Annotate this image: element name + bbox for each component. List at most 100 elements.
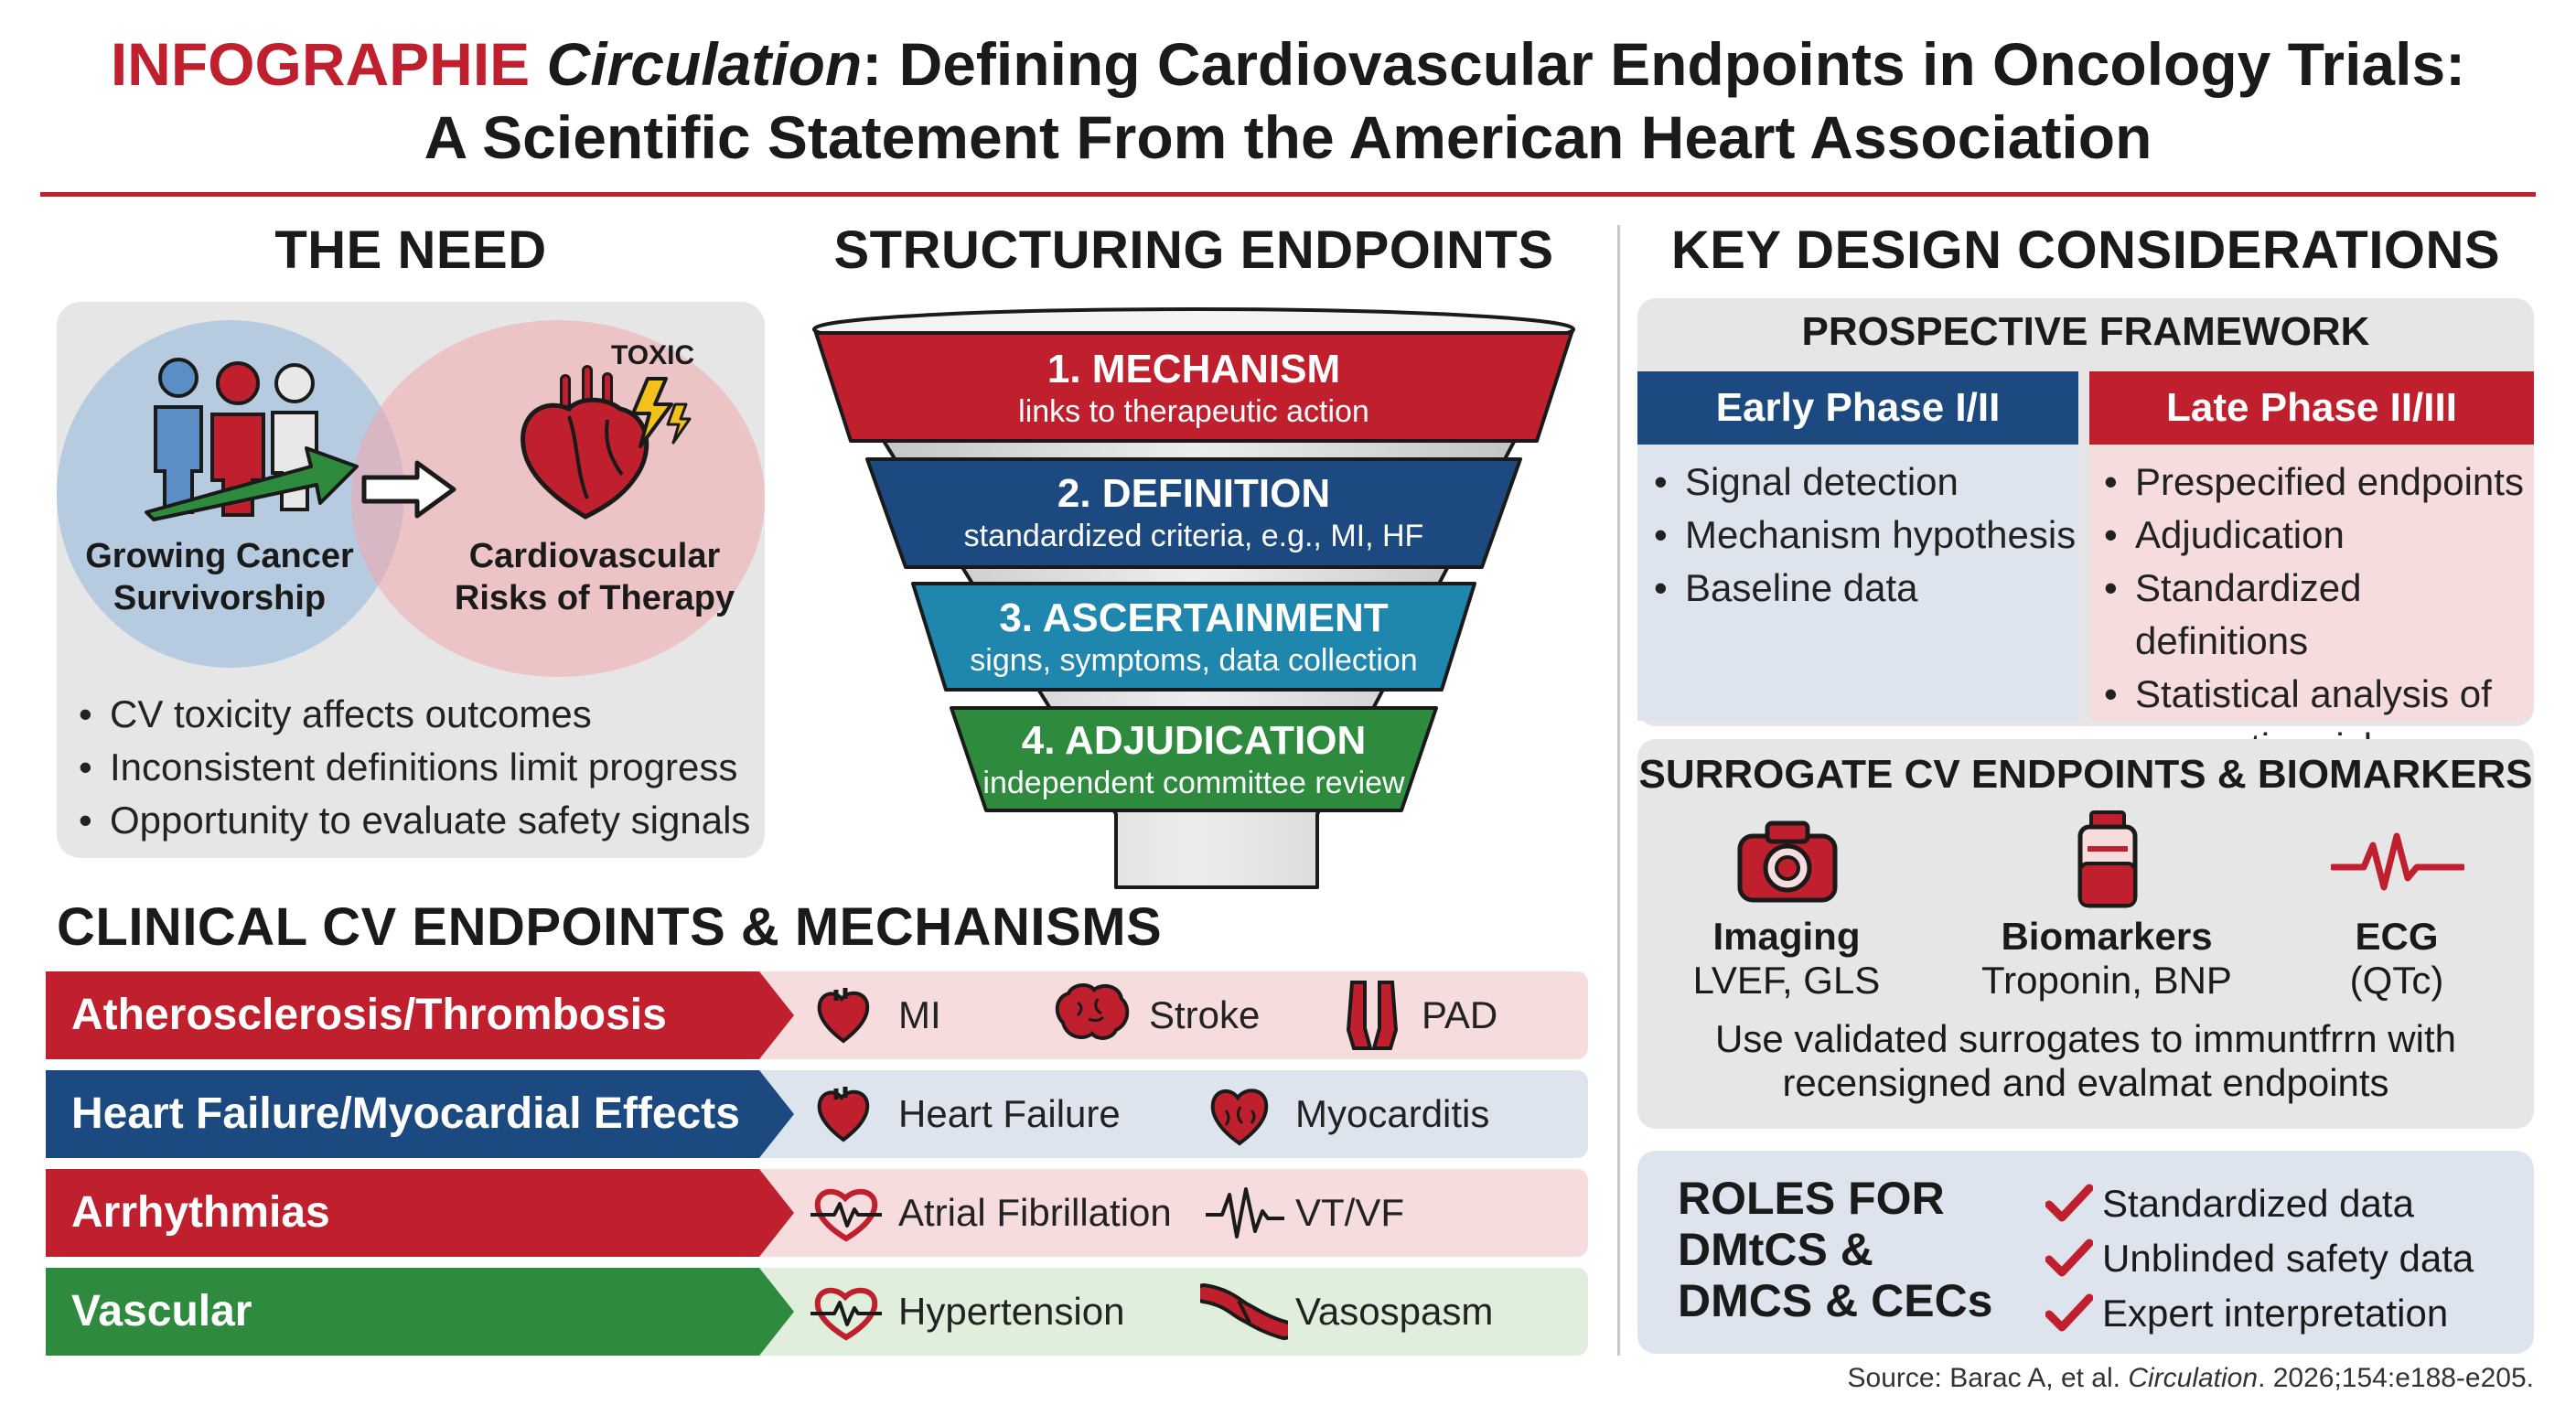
- endpoint-item: Myocarditis: [1295, 1092, 1490, 1135]
- role-text: Standardized data: [2102, 1182, 2414, 1225]
- heart-ecg-icon: [810, 1287, 882, 1341]
- need-bullet: Opportunity to evaluate safety signals: [71, 794, 767, 847]
- funnel-level-subtitle: links to therapeutic action: [1018, 394, 1369, 429]
- surrogate-title-text: Biomarkers: [2001, 915, 2213, 958]
- surrogate-title-text: Imaging: [1712, 915, 1861, 958]
- role-item: Expert interpretation: [2045, 1286, 2521, 1341]
- risk-label: Cardiovascular Risks of Therapy: [454, 537, 735, 617]
- late-phase-header: Late Phase II/III: [2089, 371, 2534, 445]
- title-text-1: : Defining Cardiovascular Endpoints in O…: [862, 30, 2466, 98]
- surrogate-panel: [1637, 739, 2534, 1129]
- funnel-band-4: [950, 706, 1438, 812]
- design-heading: KEY DESIGN CONSIDERATIONS: [1670, 220, 2501, 280]
- role-item: Standardized data: [2045, 1176, 2521, 1231]
- surrogate-detail-text: LVEF, GLS: [1692, 959, 1881, 1002]
- clinical-heading: CLINICAL CV ENDPOINTS & MECHANISMS: [57, 897, 1163, 957]
- title-brand: INFOGRAPHIE: [110, 30, 531, 98]
- title-line-1: INFOGRAPHIE Circulation: Defining Cardio…: [0, 27, 2576, 101]
- roles-list: Standardized data Unblinded safety data …: [2045, 1176, 2521, 1341]
- funnel-band-2: [865, 457, 1522, 569]
- role-item: Unblinded safety data: [2045, 1231, 2521, 1286]
- need-bullet: CV toxicity affects outcomes: [71, 688, 767, 741]
- checkmark-icon: [2045, 1239, 2093, 1277]
- surrogate-detail-text: Troponin, BNP: [1981, 959, 2232, 1002]
- source-citation: Source: Barac A, et al. Circulation. 202…: [1848, 1363, 2535, 1394]
- early-phase-item: Signal detection: [1647, 456, 2077, 509]
- structuring-heading: STRUCTURING ENDPOINTS: [833, 220, 1554, 280]
- funnel-level-subtitle: signs, symptoms, data collection: [970, 643, 1418, 678]
- funnel-level-title: 2. DEFINITION: [1057, 471, 1331, 516]
- lightning-icon: [631, 377, 692, 448]
- endpoint-item: Atrial Fibrillation: [898, 1191, 1172, 1234]
- row-label-arrow: [46, 1268, 794, 1356]
- early-phase-item: Mechanism hypothesis: [1647, 509, 2077, 562]
- late-phase-item: Adjudication: [2097, 509, 2534, 562]
- endpoint-item: VT/VF: [1295, 1191, 1405, 1234]
- ecg-icon: [2331, 832, 2464, 891]
- toxic-label: TOXIC: [611, 340, 695, 370]
- funnel-level-subtitle: standardized criteria, e.g., MI, HF: [963, 519, 1424, 553]
- source-prefix: Source: Barac A, et al.: [1847, 1363, 2129, 1393]
- funnel-graphic: [812, 307, 1575, 889]
- row-label-arrow: [46, 1169, 794, 1257]
- row-label-arrow: [46, 1070, 794, 1158]
- need-bullets: CV toxicity affects outcomes Inconsisten…: [71, 688, 767, 847]
- framework-title: PROSPECTIVE FRAMEWORK: [1801, 309, 2370, 354]
- funnel-level-3: 3. ASCERTAINMENT signs, symptoms, data c…: [915, 595, 1473, 679]
- need-bullet: Inconsistent definitions limit progress: [71, 741, 767, 794]
- source-suffix: . 2026;154:e188-e205.: [2258, 1363, 2534, 1393]
- surrogate-imaging: Imaging LVEF, GLS: [1690, 915, 1883, 1003]
- survivorship-label: Growing Cancer Survivorship: [85, 537, 354, 617]
- row-label: Vascular: [71, 1287, 252, 1335]
- source-journal: Circulation: [2128, 1363, 2259, 1393]
- vessel-icon: [1200, 1283, 1288, 1340]
- role-text: Expert interpretation: [2102, 1292, 2449, 1335]
- title-journal: Circulation: [546, 30, 863, 98]
- funnel-band-1: [814, 331, 1573, 443]
- anatomical-heart-icon: [521, 365, 649, 520]
- late-phase-item: Prespecified endpoints: [2097, 456, 2534, 509]
- row-label: Heart Failure/Myocardial Effects: [71, 1089, 740, 1138]
- early-phase-header: Early Phase I/II: [1637, 371, 2078, 445]
- checkmark-icon: [2045, 1184, 2093, 1222]
- endpoint-item: PAD: [1422, 993, 1498, 1036]
- late-phase-list: Prespecified endpoints Adjudication Stan…: [2097, 456, 2534, 774]
- heart-icon: [817, 988, 870, 1044]
- endpoint-item: Vasospasm: [1295, 1290, 1494, 1333]
- funnel-level-1: 1. MECHANISM links to therapeutic action: [851, 346, 1537, 430]
- endpoint-item: Stroke: [1149, 993, 1261, 1036]
- brain-icon: [1055, 983, 1130, 1040]
- surrogate-detail-text: (QTc): [2349, 959, 2444, 1002]
- page-title: INFOGRAPHIE Circulation: Defining Cardio…: [0, 27, 2576, 174]
- late-phase-item: Standardized definitions: [2097, 562, 2534, 668]
- endpoint-item: Heart Failure: [898, 1092, 1121, 1135]
- row-label-arrow: [46, 971, 794, 1059]
- surrogate-title-text: ECG: [2355, 915, 2439, 958]
- early-phase-item: Baseline data: [1647, 562, 2077, 615]
- funnel-level-2: 2. DEFINITION standardized criteria, e.g…: [878, 470, 1509, 554]
- legs-icon: [1346, 981, 1399, 1050]
- inflamed-heart-icon: [1210, 1089, 1269, 1146]
- funnel-level-title: 3. ASCERTAINMENT: [999, 595, 1389, 640]
- title-line-2: A Scientific Statement From the American…: [424, 103, 2152, 171]
- surrogate-biomarkers: Biomarkers Troponin, BNP: [1974, 915, 2239, 1003]
- right-arrow-icon: [361, 460, 456, 519]
- role-text: Unblinded safety data: [2102, 1237, 2474, 1280]
- roles-title: ROLES FOR DMtCS & DMCS & CECs: [1678, 1173, 1993, 1326]
- row-label: Arrhythmias: [71, 1188, 330, 1237]
- funnel-level-4: 4. ADJUDICATION independent committee re…: [951, 717, 1436, 801]
- endpoint-item: MI: [898, 993, 941, 1036]
- row-label: Atherosclerosis/Thrombosis: [71, 991, 667, 1039]
- early-phase-list: Signal detection Mechanism hypothesis Ba…: [1647, 456, 2077, 615]
- funnel-level-subtitle: independent committee review: [982, 766, 1405, 800]
- camera-icon: [1737, 820, 1838, 903]
- funnel-level-title: 4. ADJUDICATION: [1021, 718, 1367, 763]
- test-tube-icon: [2077, 810, 2138, 908]
- heart-ecg-icon: [810, 1188, 882, 1242]
- ecg-wave-icon: [1206, 1187, 1284, 1239]
- need-heading: THE NEED: [274, 220, 547, 280]
- checkmark-icon: [2045, 1293, 2093, 1332]
- heart-icon: [817, 1087, 870, 1142]
- column-divider: [1617, 225, 1620, 1356]
- growth-arrow-icon: [145, 446, 359, 521]
